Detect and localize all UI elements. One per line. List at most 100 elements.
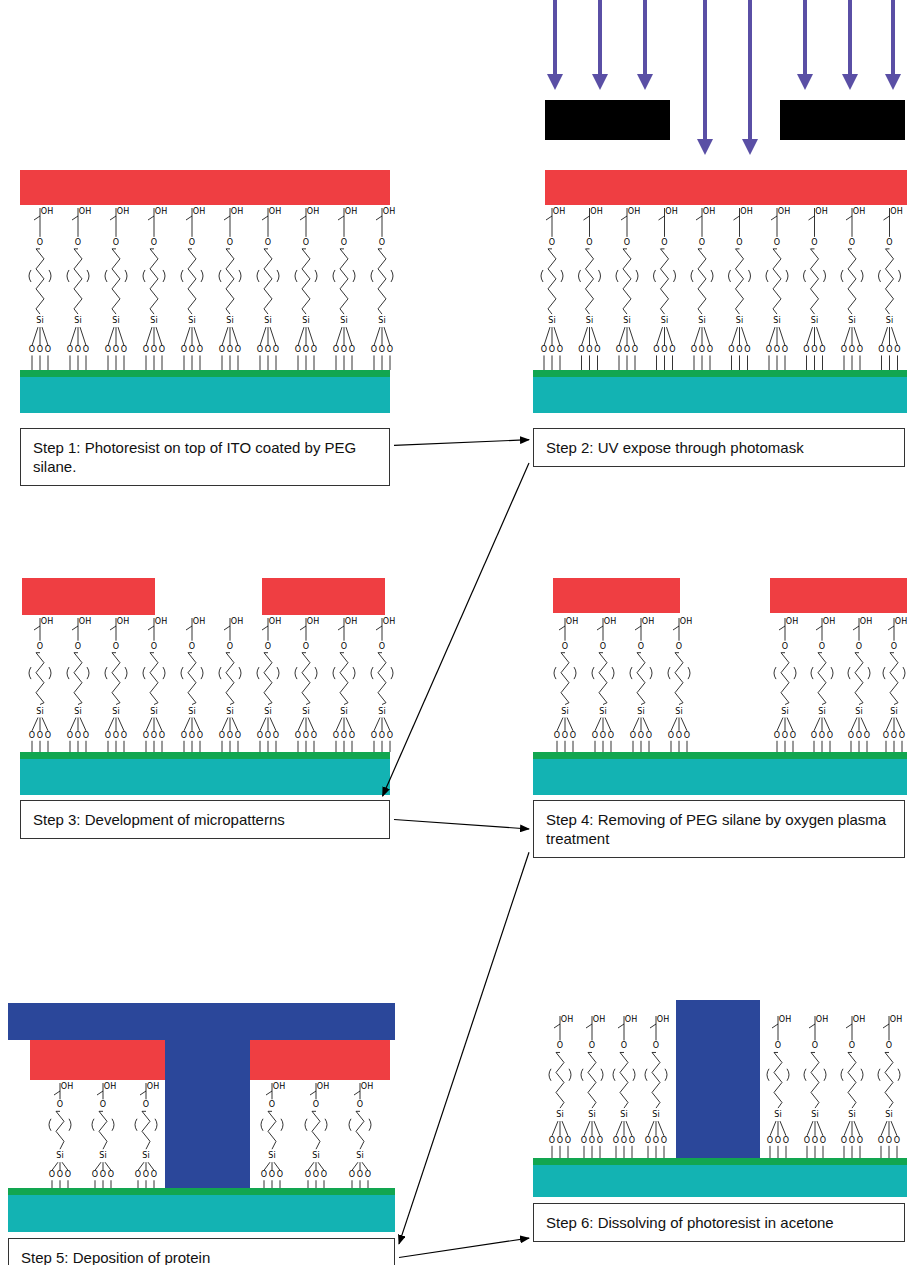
bond-line — [272, 1162, 273, 1170]
atom-label: O — [594, 346, 600, 354]
atom-label: O — [766, 346, 772, 354]
atom-label: O — [864, 732, 870, 740]
atom-label: O — [736, 346, 742, 354]
bond-line — [336, 718, 342, 731]
bond-line — [817, 1121, 823, 1136]
peg-chain — [74, 653, 82, 705]
peg-chain — [623, 249, 631, 314]
atom-label: OH — [345, 208, 357, 216]
atom-label: O — [151, 239, 157, 247]
bond-line — [260, 355, 261, 370]
atom-label: O — [277, 1171, 283, 1179]
atom-label: O — [549, 239, 555, 247]
atom-label: O — [49, 1171, 55, 1179]
repeat-bracket — [125, 667, 127, 679]
atom-label: Si — [356, 1152, 363, 1160]
bond-line — [632, 1146, 633, 1158]
bond-line — [552, 355, 553, 370]
bond-line — [352, 741, 353, 752]
atom-label: O — [653, 1137, 659, 1145]
bond-line — [592, 1121, 593, 1136]
atom-label: O — [668, 732, 674, 740]
bond-line — [230, 718, 231, 731]
bond-line — [156, 327, 162, 345]
bond-line — [597, 626, 603, 630]
bond-line — [817, 327, 823, 345]
bond-line — [34, 626, 40, 630]
bond-line — [888, 626, 894, 630]
atom-label: O — [311, 732, 317, 740]
atom-label: O — [782, 643, 788, 651]
atom-label: O — [849, 1042, 855, 1050]
peg-chain — [818, 653, 826, 705]
atom-label: OH — [625, 1016, 637, 1024]
bond-line — [656, 1121, 657, 1136]
peg-chain — [112, 653, 120, 705]
atom-label: O — [608, 732, 614, 740]
peg-chain — [356, 1111, 364, 1149]
repeat-bracket — [898, 1069, 900, 1081]
bond-line — [883, 1024, 889, 1028]
peg-chain — [890, 653, 898, 705]
bond-line — [54, 1091, 60, 1095]
bond-line — [360, 1180, 361, 1188]
bond-line — [382, 355, 383, 370]
atom-label: O — [349, 346, 355, 354]
repeat-bracket — [353, 667, 355, 679]
step-arrow — [399, 1238, 529, 1257]
repeat-bracket — [616, 270, 618, 282]
atom-label: OH — [41, 618, 53, 626]
atom-label: O — [100, 1171, 106, 1179]
atom-label: OH — [823, 618, 835, 626]
bond-line — [346, 718, 352, 731]
repeat-bracket — [333, 667, 335, 679]
repeat-bracket — [67, 270, 69, 282]
step-caption-box: Step 2: UV expose through photomask — [533, 428, 905, 467]
bond-line — [298, 718, 304, 731]
atom-label: Si — [312, 1152, 319, 1160]
atom-label: O — [684, 732, 690, 740]
peg-chain — [226, 653, 234, 705]
atom-label: O — [305, 1171, 311, 1179]
bond-line — [374, 718, 380, 731]
bond-line — [192, 618, 193, 641]
peg-chain — [885, 1052, 893, 1108]
atom-label: O — [783, 1137, 789, 1145]
atom-label: Si — [855, 708, 862, 716]
step-caption-text: Step 5: Deposition of protein — [21, 1248, 382, 1265]
atom-label: OH — [193, 618, 205, 626]
bond-line — [352, 355, 353, 370]
atom-label: O — [219, 732, 225, 740]
bond-line — [807, 1146, 808, 1158]
bond-line — [270, 718, 276, 731]
bond-line — [554, 327, 560, 345]
bond-line — [809, 216, 815, 220]
atom-label: O — [151, 732, 157, 740]
bond-line — [382, 208, 383, 237]
atom-label: Si — [36, 317, 43, 325]
peg-chain — [264, 249, 272, 314]
atom-label: O — [581, 1137, 587, 1145]
atom-label: O — [630, 732, 636, 740]
atom-label: O — [113, 239, 119, 247]
atom-label: O — [774, 346, 780, 354]
atom-label: OH — [890, 1016, 902, 1024]
bond-line — [560, 1146, 561, 1158]
repeat-bracket — [630, 667, 632, 679]
bond-line — [557, 718, 563, 731]
bond-line — [97, 1091, 103, 1095]
bond-line — [664, 327, 665, 345]
bond-line — [344, 208, 345, 237]
bond-line — [860, 1146, 861, 1158]
atom-label: O — [891, 732, 897, 740]
bond-line — [635, 626, 641, 630]
bond-line — [896, 718, 902, 731]
atom-label: OH — [307, 618, 319, 626]
atom-label: O — [600, 643, 606, 651]
bond-line — [859, 741, 860, 752]
panel-4 — [533, 578, 907, 795]
bond-line — [222, 327, 228, 345]
atom-label: Si — [818, 708, 825, 716]
bond-line — [852, 1146, 853, 1158]
bond-line — [86, 741, 87, 752]
